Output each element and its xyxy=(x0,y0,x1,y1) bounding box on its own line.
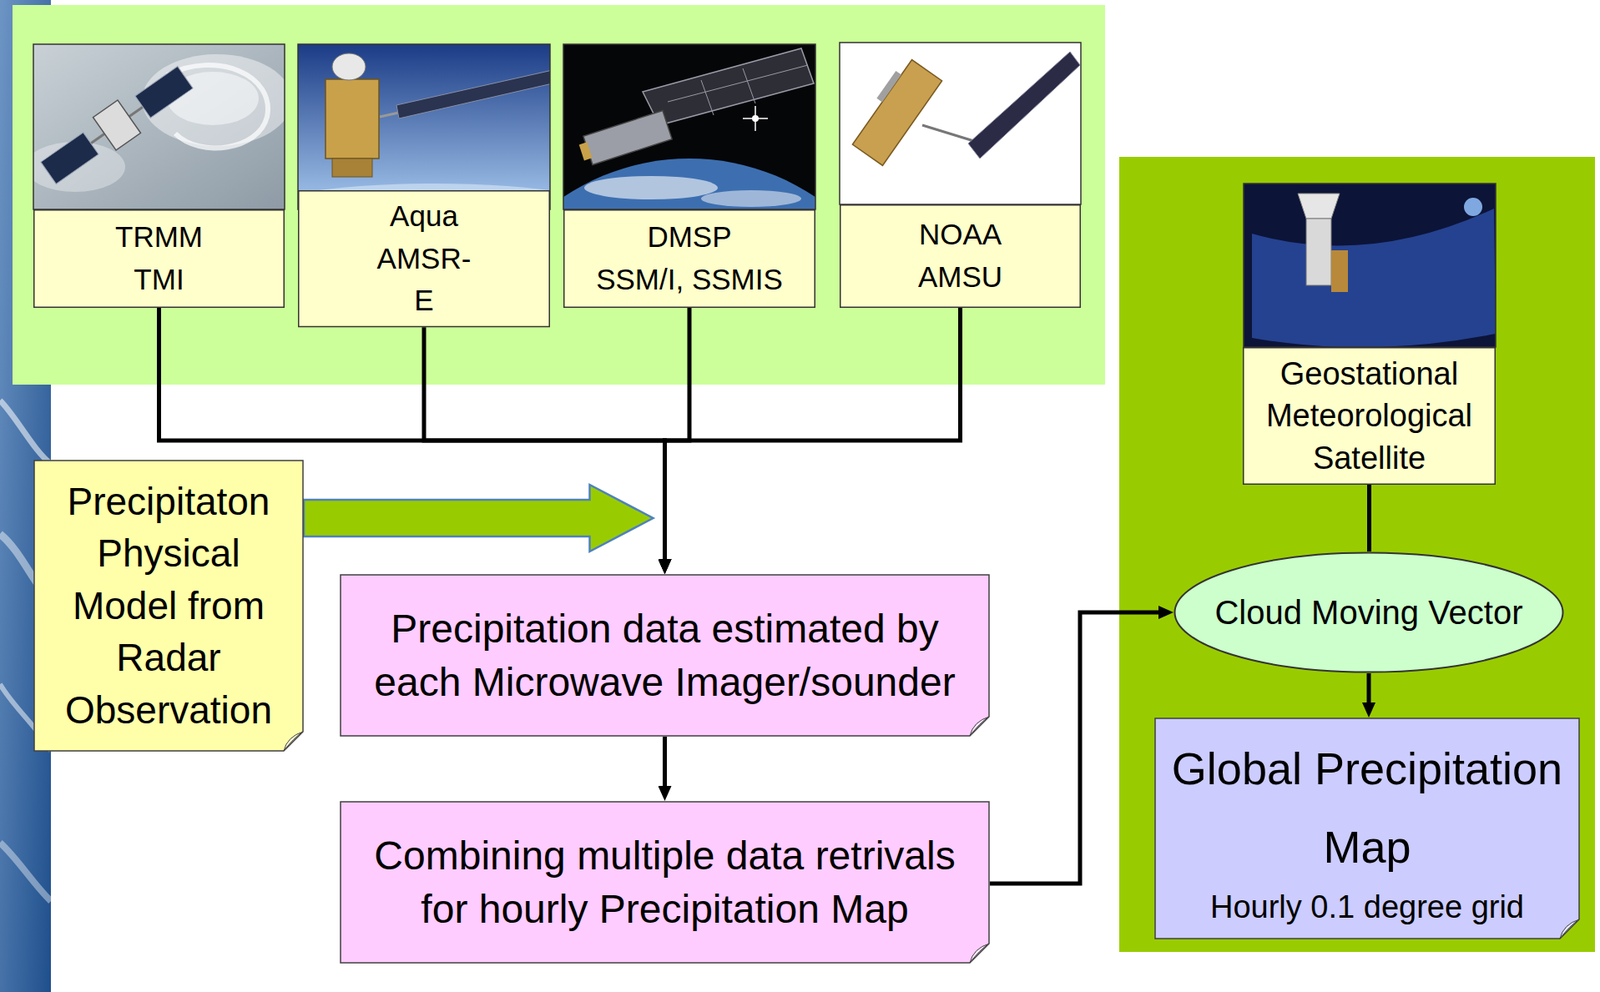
satellite xyxy=(847,55,943,166)
solar-panel xyxy=(396,70,551,119)
node-label: Aqua AMSR-E xyxy=(377,195,472,323)
image-frame xyxy=(33,44,285,210)
node-label: Precipitation data estimated by each Mic… xyxy=(360,602,970,710)
connector-line xyxy=(1367,484,1372,552)
box-fill xyxy=(34,210,285,308)
cloud-streak xyxy=(0,400,51,465)
image-frame xyxy=(297,44,551,210)
note-fold xyxy=(969,716,990,737)
earth xyxy=(1463,197,1483,217)
note-fill xyxy=(1155,718,1580,939)
cloud-streak xyxy=(0,842,51,902)
star-flare xyxy=(754,105,757,132)
box-outline xyxy=(339,801,990,965)
image-frame xyxy=(1243,183,1496,348)
note-fill xyxy=(340,802,990,964)
node-label: Combining multiple data retrivals for ho… xyxy=(360,829,970,937)
earth-cloud xyxy=(584,176,718,200)
input-note: Precipitaton Physical Model from Radar O… xyxy=(33,459,304,753)
box-fill xyxy=(1243,348,1496,485)
box-outline xyxy=(339,574,990,737)
earth-cloud xyxy=(701,190,802,207)
sensor-label-box: Aqua AMSR-E xyxy=(297,190,551,328)
satellite-body xyxy=(852,60,942,167)
sensor xyxy=(876,70,901,102)
box-heading: Global Precipitation Map xyxy=(1162,729,1572,888)
block-arrow xyxy=(303,484,654,552)
note-fill xyxy=(34,460,303,752)
dmsp-illustration xyxy=(563,44,816,210)
solar-panel xyxy=(968,51,1081,159)
node-label: TRMM TMI xyxy=(115,216,203,302)
note-fold xyxy=(969,943,990,964)
satellite-body xyxy=(325,79,379,159)
satellite xyxy=(36,60,197,190)
satellite-label-box: Geostational Meteorological Satellite xyxy=(1242,347,1496,485)
satellite-base xyxy=(332,158,373,177)
connector-arrow xyxy=(989,612,1159,884)
sensor-label-box: DMSP SSM/I, SSMIS xyxy=(563,209,816,308)
antenna-cone xyxy=(1297,193,1340,219)
sensor-label-box: NOAA AMSU xyxy=(839,204,1081,308)
boom xyxy=(922,125,977,142)
node-label: Geostational Meteorological Satellite xyxy=(1266,353,1473,479)
output-box: Global Precipitation MapHourly 0.1 degre… xyxy=(1154,717,1580,940)
node-label: Cloud Moving Vector xyxy=(1214,592,1523,633)
process-ellipse: Cloud Moving Vector xyxy=(1173,551,1565,674)
box-fill xyxy=(840,205,1081,308)
sensor-label-box: TRMM TMI xyxy=(33,209,285,308)
note-fold xyxy=(1559,919,1580,939)
node-label: Hourly 0.1 degree grid xyxy=(1210,887,1525,929)
panel-grid xyxy=(742,68,756,104)
node-label: Precipitaton Physical Model from Radar O… xyxy=(65,475,273,737)
connector-arrow xyxy=(1367,673,1372,703)
sensor-panel xyxy=(12,5,1106,385)
image-frame xyxy=(563,44,816,210)
connector-arrow xyxy=(665,307,691,560)
box-fill xyxy=(564,210,816,308)
connector-arrow xyxy=(662,736,667,787)
panel-grid xyxy=(667,65,808,102)
solar-panel xyxy=(40,132,99,185)
satellite-body xyxy=(92,100,141,151)
satellite-body xyxy=(1306,218,1332,286)
panel-grid xyxy=(701,80,714,116)
output-panel xyxy=(1119,156,1595,953)
white-background xyxy=(839,42,1081,205)
earth xyxy=(563,158,816,210)
solar-panel xyxy=(642,48,814,126)
box-fill xyxy=(298,191,551,328)
aqua-illustration xyxy=(297,44,551,210)
process-box: Combining multiple data retrivals for ho… xyxy=(339,801,990,965)
noaa-illustration xyxy=(839,42,1081,205)
reflector xyxy=(1251,208,1496,348)
geo-illustration xyxy=(1243,183,1496,348)
trmm-illustration xyxy=(33,44,285,210)
satellite-body xyxy=(583,110,672,165)
image-frame xyxy=(839,42,1081,205)
sensor xyxy=(579,141,593,161)
node-label: NOAA AMSU xyxy=(918,213,1003,299)
space-background xyxy=(1243,183,1496,348)
node-label: DMSP SSM/I, SSMIS xyxy=(595,216,783,302)
note-fold xyxy=(283,731,303,752)
process-box: Precipitation data estimated by each Mic… xyxy=(339,574,990,737)
thermal-blanket xyxy=(1331,250,1348,293)
note-fill xyxy=(340,575,990,737)
satellite xyxy=(576,110,672,167)
antenna-dish xyxy=(332,53,366,81)
solar-panel xyxy=(135,66,193,119)
connector-arrow xyxy=(665,307,961,560)
ellipse-fill xyxy=(1175,553,1564,673)
